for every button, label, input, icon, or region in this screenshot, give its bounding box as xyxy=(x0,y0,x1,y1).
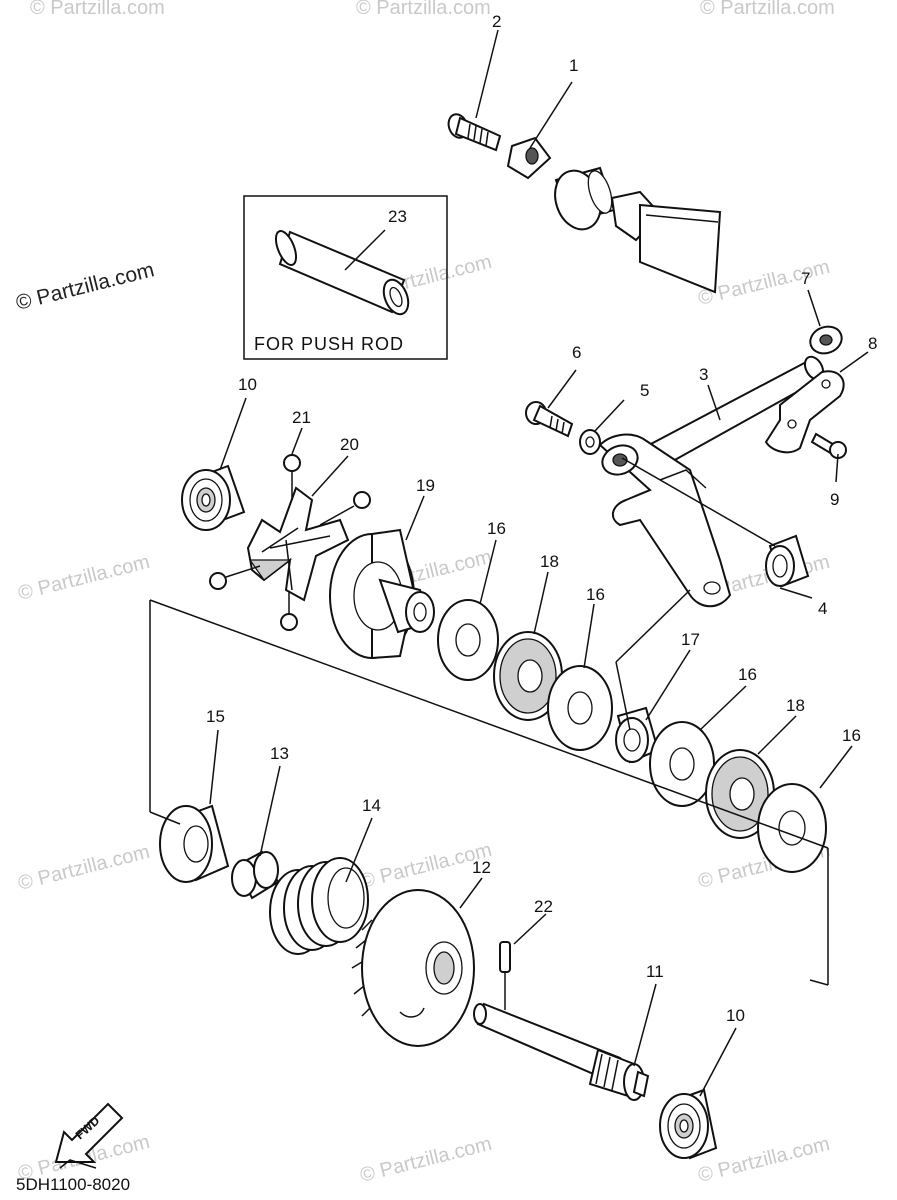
callout-17: 17 xyxy=(681,630,700,649)
callouts: 2 1 7 8 6 3 5 9 4 10 21 20 19 16 18 16 1… xyxy=(206,12,877,1025)
thrust-bearing-18-b-icon xyxy=(705,749,775,839)
bolt-9-icon xyxy=(810,432,847,459)
watermark: © Partzilla.com xyxy=(358,1133,494,1187)
shaft-cylinder-icon xyxy=(554,166,722,294)
callout-8: 8 xyxy=(868,334,877,353)
ball-21-icon xyxy=(283,454,301,472)
watermark: © Partzilla.com xyxy=(30,0,165,19)
callout-13: 13 xyxy=(270,744,289,763)
watermark-main: © Partzilla.com xyxy=(14,258,157,315)
bolt-2-icon xyxy=(447,113,502,152)
callout-22: 22 xyxy=(534,897,553,916)
callout-16-b: 16 xyxy=(586,585,605,604)
callout-16-a: 16 xyxy=(487,519,506,538)
callout-11: 11 xyxy=(646,962,664,981)
stopper-8-icon xyxy=(764,370,845,454)
collar-17-icon xyxy=(615,706,660,764)
callout-9: 9 xyxy=(830,490,839,509)
callout-3: 3 xyxy=(699,365,708,384)
callout-1: 1 xyxy=(569,56,578,75)
ball-21-group xyxy=(209,454,371,631)
callout-23: 23 xyxy=(388,207,407,226)
bolt-6-icon xyxy=(525,401,574,438)
drum-19-icon xyxy=(329,528,435,660)
bearing-10-right-icon xyxy=(659,1088,718,1160)
washer-16-a-icon xyxy=(437,599,499,681)
washer-16-d-icon xyxy=(757,783,827,873)
star-cam-20-icon xyxy=(246,486,350,602)
kick-shaft-top xyxy=(447,113,722,294)
callout-16-c: 16 xyxy=(738,665,757,684)
watermark: © Partzilla.com xyxy=(16,551,152,605)
collar-13-icon xyxy=(231,850,280,900)
callout-20: 20 xyxy=(340,435,359,454)
callout-21: 21 xyxy=(292,408,311,427)
diagram-code: 5DH1100-8020 xyxy=(16,1175,130,1194)
ball-21-icon xyxy=(209,572,227,590)
watermark: © Partzilla.com xyxy=(356,0,491,19)
spring-14-icon xyxy=(269,857,369,955)
callout-14: 14 xyxy=(362,796,381,815)
bearing-10-left-icon xyxy=(181,464,246,531)
collar-4-icon xyxy=(765,534,810,588)
collar-1-icon xyxy=(506,136,552,180)
washer-7-icon xyxy=(809,325,843,355)
callout-15: 15 xyxy=(206,707,225,726)
callout-18-a: 18 xyxy=(540,552,559,571)
seal-15-icon xyxy=(159,804,230,883)
callout-5: 5 xyxy=(640,381,649,400)
gear-12-icon xyxy=(351,889,475,1047)
callout-7: 7 xyxy=(801,269,810,288)
kick-shaft-11-icon xyxy=(473,1002,650,1101)
callout-12: 12 xyxy=(472,858,491,877)
callout-10-left: 10 xyxy=(238,375,257,394)
watermark: © Partzilla.com xyxy=(696,1133,832,1187)
callout-18-b: 18 xyxy=(786,696,805,715)
assembly-lines xyxy=(149,589,829,986)
leader-lines xyxy=(209,29,869,1097)
callout-10-right: 10 xyxy=(726,1006,745,1025)
inset-label: FOR PUSH ROD xyxy=(254,334,404,354)
pin-22-icon xyxy=(499,941,511,973)
ball-21-icon xyxy=(353,491,371,509)
lever-arm-icon xyxy=(598,433,732,608)
watermark: © Partzilla.com xyxy=(16,841,152,895)
washer-16-b-icon xyxy=(547,665,613,751)
push-rod-icon xyxy=(274,230,410,316)
push-rod-inset: 23 FOR PUSH ROD xyxy=(243,195,448,360)
callout-16-d: 16 xyxy=(842,726,861,745)
washer-16-c-icon xyxy=(649,721,715,807)
thrust-bearing-18-a-icon xyxy=(493,631,563,721)
callout-6: 6 xyxy=(572,343,581,362)
lever-assembly xyxy=(525,325,847,608)
ball-21-icon xyxy=(280,613,298,631)
watermark: © Partzilla.com xyxy=(700,0,835,19)
callout-4: 4 xyxy=(818,599,827,618)
callout-2: 2 xyxy=(492,12,501,31)
callout-19: 19 xyxy=(416,476,435,495)
